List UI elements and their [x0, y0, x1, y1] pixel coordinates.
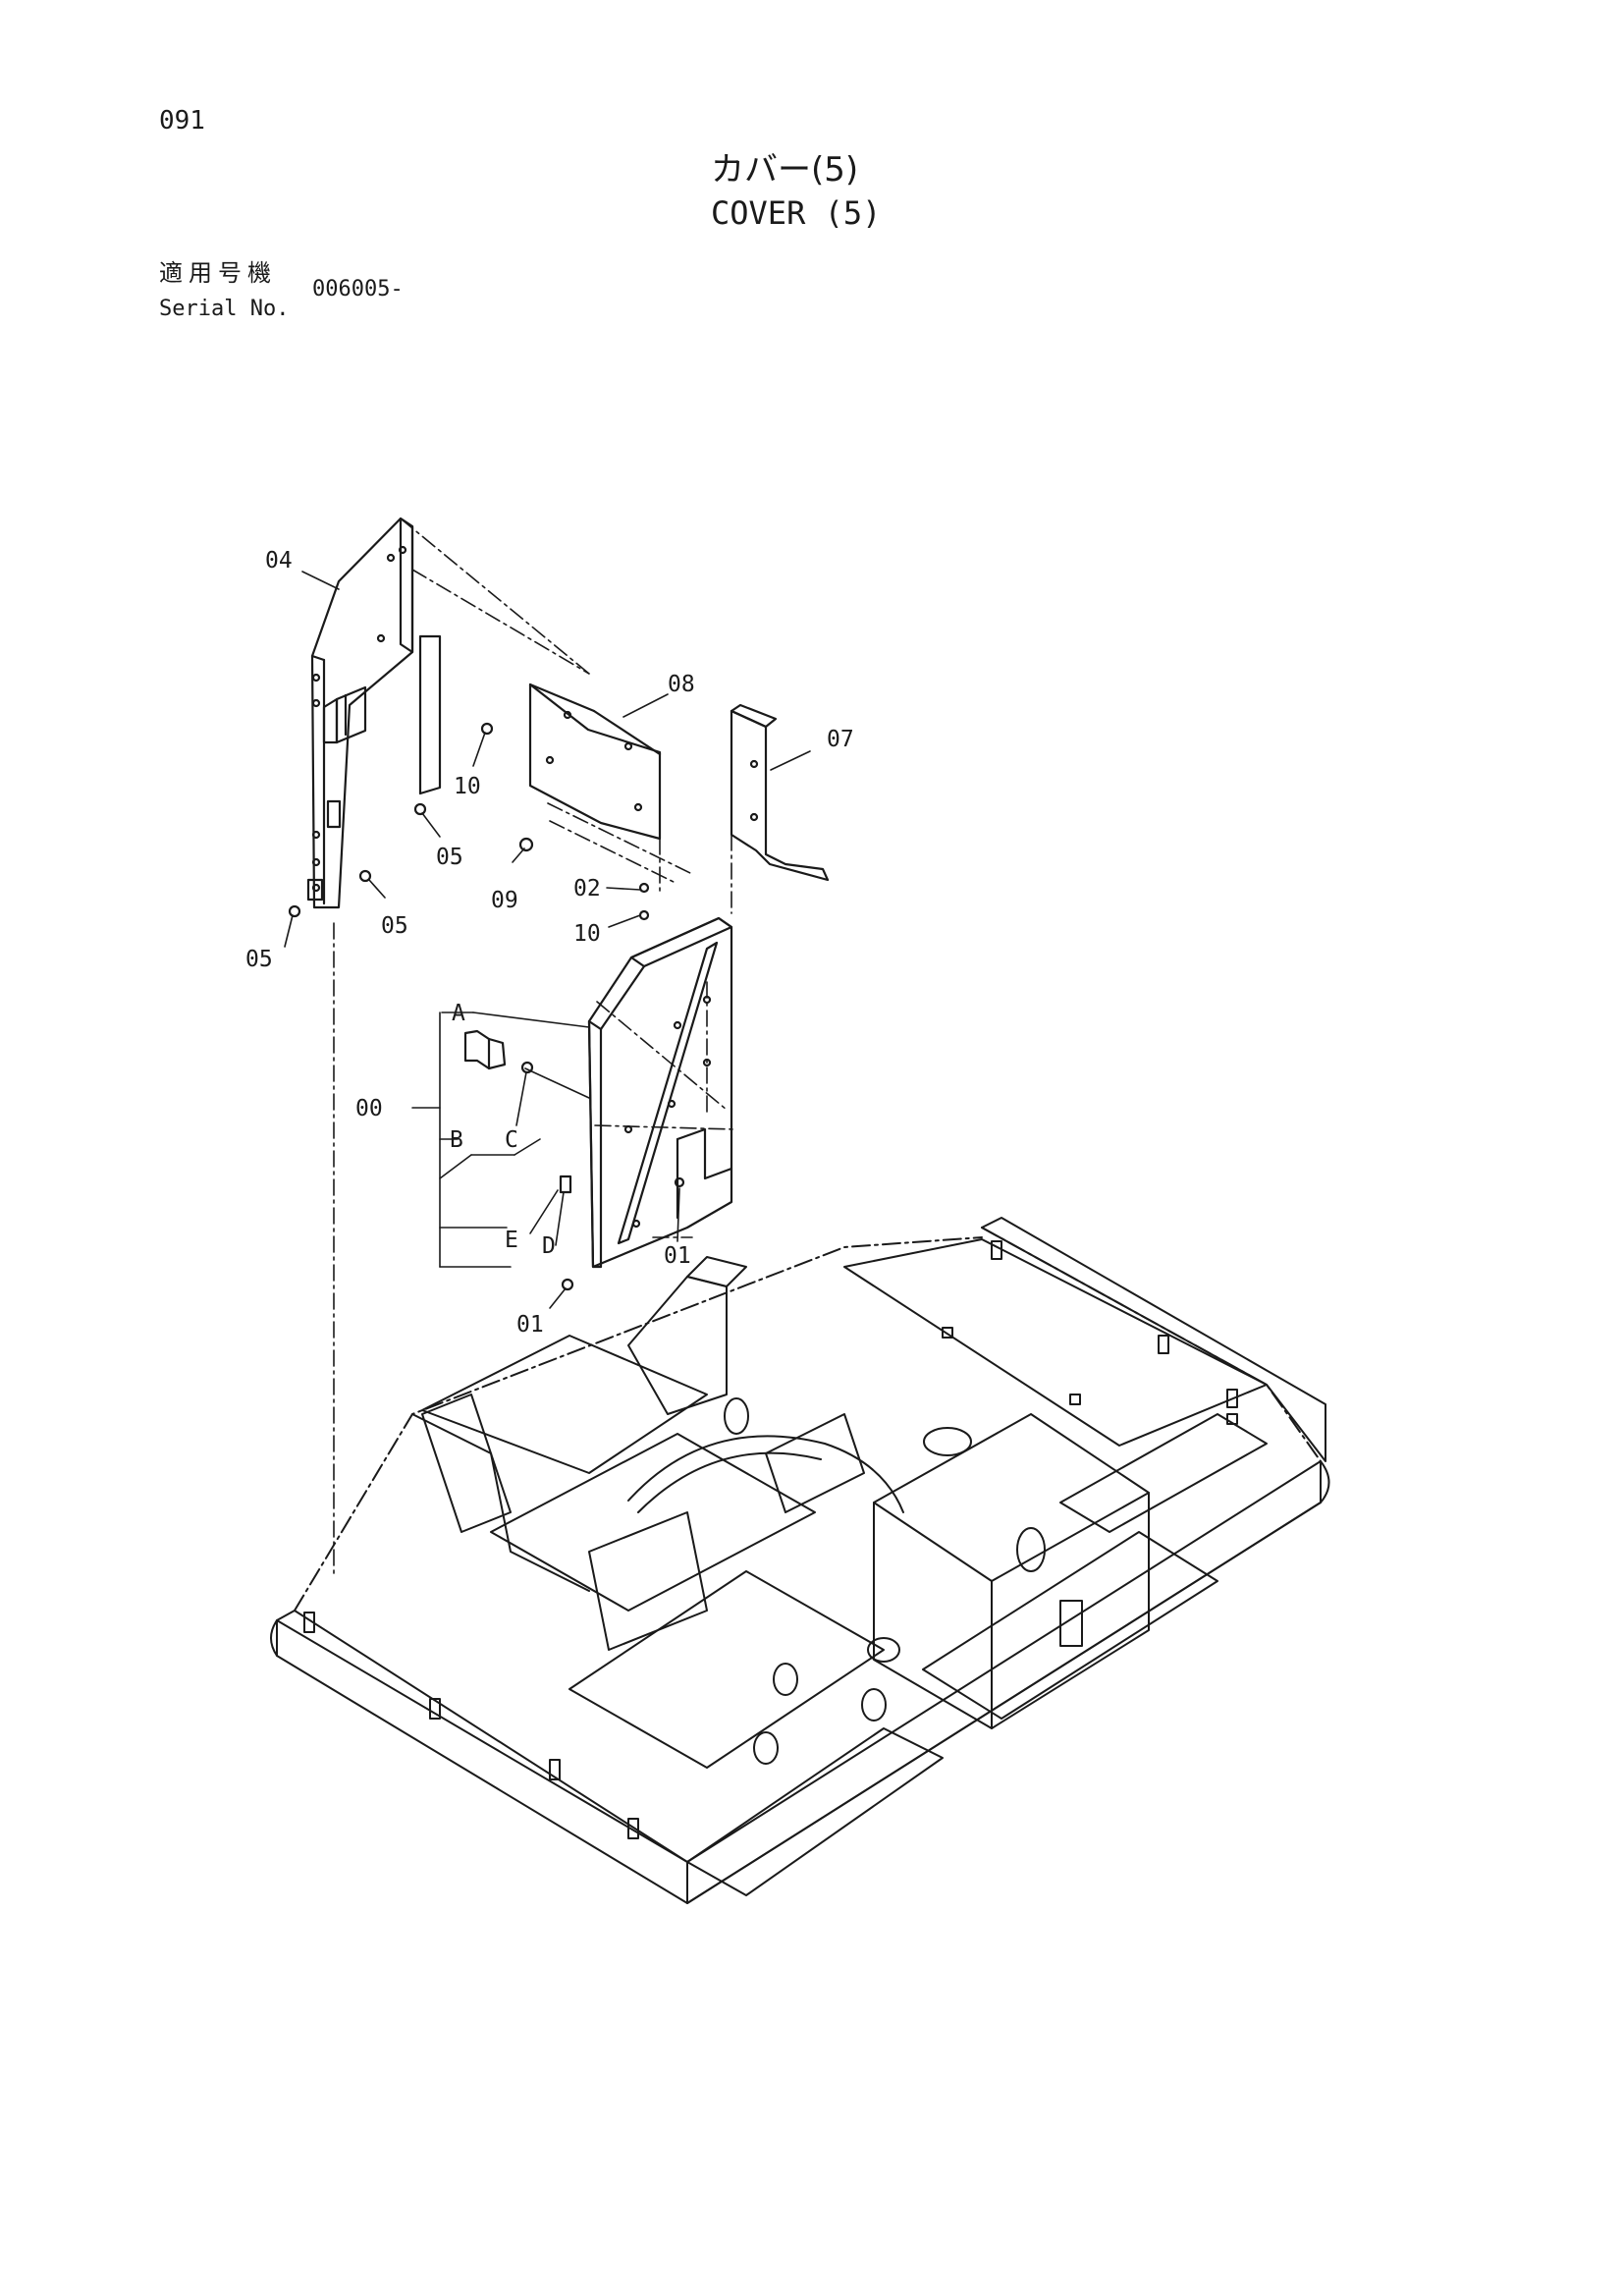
callout-09: 09 [491, 888, 518, 913]
plate-07 [730, 703, 830, 882]
callout-05: 05 [245, 947, 273, 972]
callout-10: 10 [573, 921, 601, 947]
callout-07: 07 [827, 727, 854, 752]
serial-label: Serial No. [159, 297, 290, 321]
bracket-b [463, 1029, 507, 1070]
callout-01: 01 [516, 1312, 544, 1338]
serial-label-japanese: 適用号機 [159, 259, 277, 287]
callout-e: E [505, 1228, 518, 1253]
callout-b: B [450, 1127, 463, 1153]
callout-labels: 04 08 07 10 05 05 05 09 02 10 A 00 B C E… [245, 548, 854, 1338]
callout-05: 05 [436, 845, 463, 870]
callout-c: C [505, 1127, 518, 1153]
callout-01: 01 [664, 1243, 691, 1269]
leader-lines [284, 571, 811, 1309]
nut-c [520, 1061, 534, 1074]
callout-a: A [452, 1001, 465, 1026]
page-number: 091 [159, 106, 205, 136]
callout-d: D [542, 1233, 556, 1259]
reference-lines [333, 518, 735, 1578]
callout-02: 02 [573, 876, 601, 902]
cover-panel-04 [306, 517, 442, 909]
fasteners [288, 722, 685, 1291]
callout-10: 10 [454, 774, 481, 799]
callout-05: 05 [381, 913, 408, 939]
page-title: COVER (5) [711, 194, 882, 232]
callout-04: 04 [265, 548, 293, 574]
callout-00: 00 [355, 1096, 383, 1121]
nut-d [559, 1175, 572, 1194]
page-title-japanese: カバー(5) [711, 150, 859, 190]
main-frame [270, 1217, 1330, 1904]
cover-assembly-00 [587, 916, 733, 1269]
serial-number-range: 006005- [312, 277, 404, 301]
callout-08: 08 [668, 672, 695, 697]
